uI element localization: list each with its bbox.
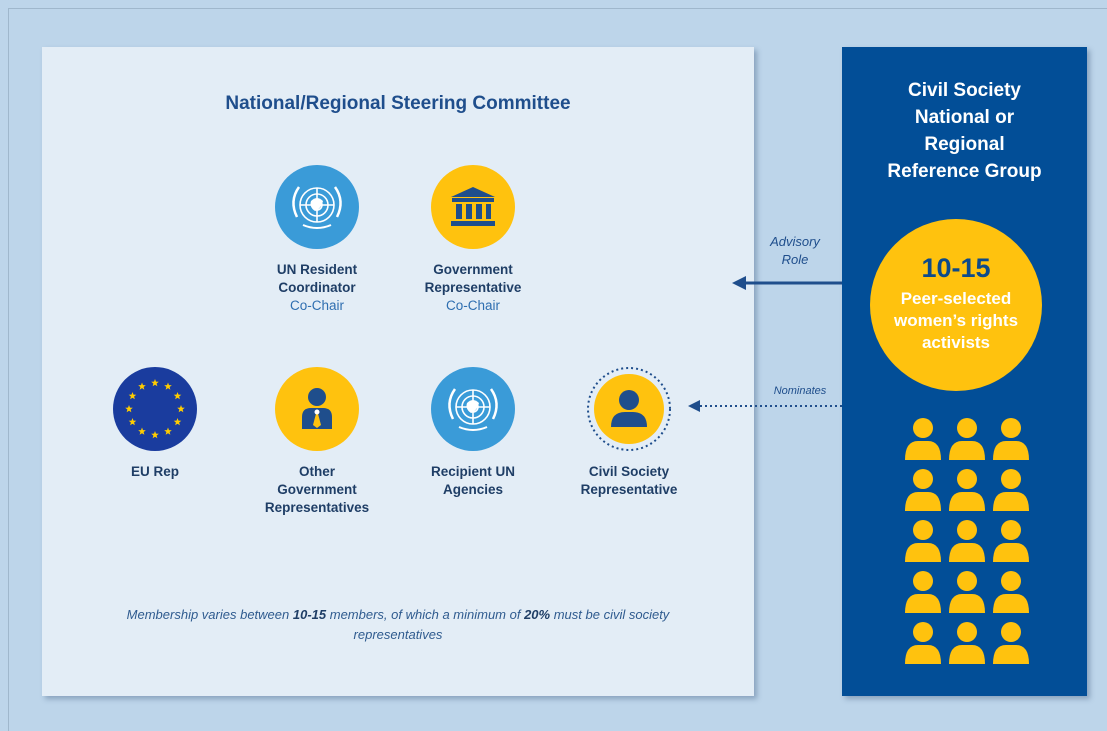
member-un-resident-coordinator: UN Resident Coordinator Co-Chair: [242, 165, 392, 315]
nominates-label: Nominates: [773, 385, 827, 397]
member-name-line-1: Recipient UN: [430, 464, 515, 479]
footnote-text: members, of which a minimum of: [326, 607, 525, 622]
activist-person-icon: [992, 468, 1030, 512]
activist-person-icon: [904, 519, 942, 563]
activist-person-icon: [948, 468, 986, 512]
steering-committee-panel: National/Regional Steering Committee UN …: [42, 47, 754, 696]
activist-description-line-3: activists: [921, 333, 991, 352]
activist-person-icon: [904, 570, 942, 614]
activist-person-icon: [904, 621, 942, 665]
government-official-icon: [275, 367, 359, 451]
activist-person-icon: [992, 519, 1030, 563]
reference-group-panel: Civil Society National or Regional Refer…: [842, 47, 1087, 696]
activist-person-icon: [904, 468, 942, 512]
eu-star: [138, 382, 146, 390]
un-emblem-icon: [275, 165, 359, 249]
member-name-line-1: Other: [298, 464, 335, 479]
nominates-arrowhead: [688, 400, 700, 412]
footnote-text: Membership varies between: [126, 607, 293, 622]
activist-count: 10-15: [921, 253, 991, 283]
member-name-line-2: Representative: [424, 280, 522, 295]
eu-star: [173, 418, 182, 426]
activist-person-icon: [992, 570, 1030, 614]
activist-person-icon: [948, 519, 986, 563]
activist-person-icon: [948, 417, 986, 461]
eu-star: [151, 431, 159, 439]
member-name-line-1: UN Resident: [276, 262, 358, 277]
reference-group-title-line-3: Regional: [924, 134, 1005, 155]
member-role: Co-Chair: [289, 298, 344, 313]
member-government-representative: Government Representative Co-Chair: [398, 165, 548, 315]
eu-star: [128, 392, 137, 400]
member-eu-rep: EU Rep: [80, 367, 230, 481]
activist-person-icon: [904, 417, 942, 461]
activist-description: Peer-selected women’s rights activists: [870, 288, 1042, 354]
advisory-arrowhead: [732, 276, 746, 290]
footnote-minimum-percent: 20%: [524, 607, 551, 622]
member-name-line-3: Representatives: [264, 500, 370, 515]
activist-description-line-2: women’s rights: [893, 311, 1019, 330]
eu-star: [128, 418, 137, 426]
reference-group-title-line-2: National or: [914, 107, 1015, 128]
eu-flag-icon: [113, 367, 197, 451]
un-emblem-icon: [431, 367, 515, 451]
advisory-label-line-2: Role: [781, 252, 809, 267]
member-name-line-2: Agencies: [442, 482, 504, 497]
member-role: Co-Chair: [445, 298, 500, 313]
steering-committee-title: National/Regional Steering Committee: [225, 93, 571, 114]
eu-star: [151, 379, 159, 387]
activist-description-line-1: Peer-selected: [900, 289, 1012, 308]
activist-person-icon: [992, 417, 1030, 461]
footnote-member-range: 10-15: [292, 607, 327, 622]
advisory-role-label: Advisory Role: [760, 233, 830, 269]
government-building-icon: [431, 165, 515, 249]
activist-person-icon: [948, 570, 986, 614]
eu-star: [177, 405, 185, 413]
eu-star: [164, 382, 172, 390]
member-name-line-2: Representative: [580, 482, 678, 497]
activist-count-circle: 10-15 Peer-selected women’s rights activ…: [870, 219, 1042, 391]
member-other-government-representatives: Other Government Representatives: [242, 367, 392, 517]
person-icon: [587, 367, 671, 451]
eu-star: [125, 405, 133, 413]
member-name-line-1: Government: [433, 262, 513, 277]
member-civil-society-representative: Civil Society Representative: [554, 367, 704, 499]
activist-person-icon: [992, 621, 1030, 665]
member-name-line-1: Civil Society: [588, 464, 670, 479]
reference-group-title-line-1: Civil Society: [908, 80, 1021, 101]
footnote-text: must be civil society representatives: [353, 607, 670, 642]
member-name-line-2: Government: [277, 482, 357, 497]
member-name-line-1: EU Rep: [130, 464, 179, 479]
activist-person-icon: [948, 621, 986, 665]
membership-footnote: Membership varies between 10-15 members,…: [102, 605, 694, 645]
reference-group-title-line-4: Reference Group: [887, 161, 1042, 182]
reference-group-title: Civil Society National or Regional Refer…: [842, 77, 1087, 185]
eu-star: [173, 392, 182, 400]
member-name-line-2: Coordinator: [278, 280, 356, 295]
outer-frame: [8, 8, 1107, 731]
eu-star: [138, 427, 146, 435]
advisory-label-line-1: Advisory: [770, 234, 820, 249]
eu-star: [164, 427, 172, 435]
member-recipient-un-agencies: Recipient UN Agencies: [398, 367, 548, 499]
